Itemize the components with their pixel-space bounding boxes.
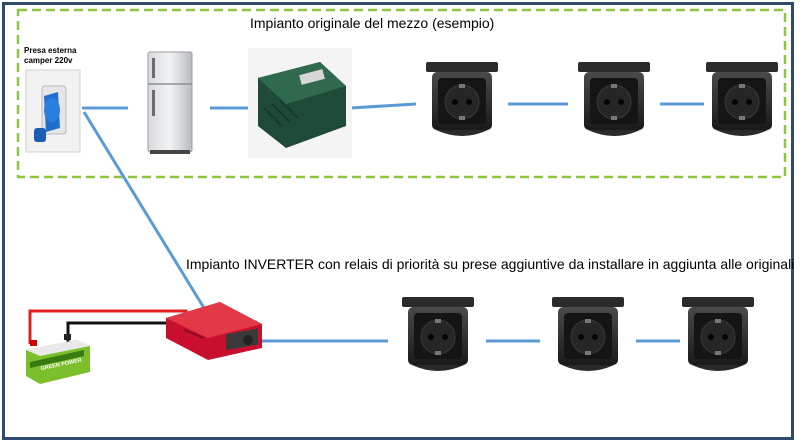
- battery-icon: [26, 334, 90, 384]
- socket-icon: [705, 61, 779, 137]
- external-plug-icon: [25, 69, 81, 153]
- socket-icon: [577, 61, 651, 137]
- socket-icon: [401, 296, 475, 372]
- charger-icon: [248, 48, 352, 158]
- inverter-icon: [166, 302, 262, 360]
- ac-wires: [82, 102, 704, 343]
- fridge-icon: [130, 48, 210, 160]
- dc-negative-cable: [66, 321, 178, 344]
- socket-icon: [551, 296, 625, 372]
- socket-icon: [681, 296, 755, 372]
- external-plug-label: Presa esterna camper 220v: [24, 46, 77, 65]
- inverter-system-title: Impianto INVERTER con relais di priorità…: [186, 256, 795, 272]
- original-system-title: Impianto originale del mezzo (esempio): [250, 15, 495, 31]
- dc-positive-cable: [28, 309, 188, 344]
- original-system-box: [16, 8, 787, 179]
- diagram-frame: [2, 2, 794, 440]
- socket-icon: [425, 61, 499, 137]
